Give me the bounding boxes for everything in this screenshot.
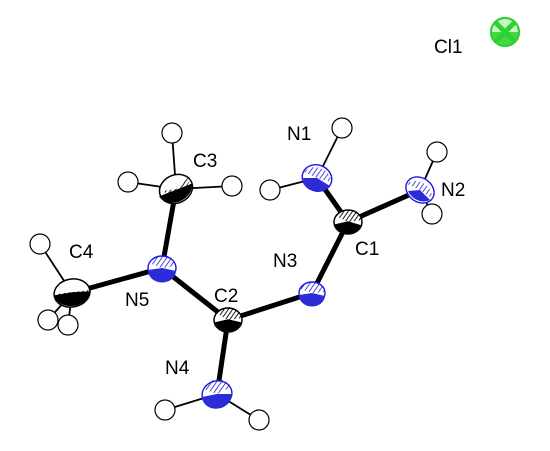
bonds [39, 127, 438, 421]
atom-h-n2a [426, 141, 448, 163]
atom-n2 [405, 176, 435, 204]
bond-c2-n3 [225, 290, 315, 323]
atom-n3 [298, 281, 326, 307]
bond-n3-c1 [309, 219, 351, 296]
label-n2: N2 [441, 180, 465, 201]
atom-c4 [53, 278, 91, 308]
atom-h-c4c [57, 314, 79, 336]
atom-h-c3a [161, 122, 183, 144]
hydrogen-atoms [29, 117, 448, 431]
atom-labels: Cl1 N1 N2 C3 C1 C4 N3 C2 N5 N4 [69, 37, 465, 379]
atom-h-n1b [259, 179, 281, 201]
label-n5: N5 [125, 290, 149, 311]
atom-h-n2b [421, 203, 443, 225]
label-n3: N3 [273, 251, 297, 272]
label-c2: C2 [214, 286, 238, 307]
label-n1: N1 [287, 124, 311, 145]
atom-n5 [147, 255, 177, 283]
atom-h-c3c [221, 175, 243, 197]
atom-h-c3b [117, 171, 139, 193]
atom-cl1 [490, 17, 520, 47]
label-c4: C4 [69, 242, 94, 263]
atom-n4 [201, 379, 233, 409]
atom-h-n4a [154, 399, 176, 421]
atom-n1 [301, 164, 333, 192]
atom-h-c4a [29, 233, 51, 255]
atom-h-n1a [331, 117, 353, 139]
atom-h-n4b [248, 409, 270, 431]
atom-c3 [158, 173, 194, 205]
label-c3: C3 [193, 151, 217, 172]
atom-c1 [333, 209, 363, 235]
label-c1: C1 [355, 239, 379, 260]
atom-c2 [213, 307, 243, 333]
label-cl1: Cl1 [434, 37, 463, 58]
nitrogen-atoms [147, 164, 435, 409]
label-n4: N4 [165, 358, 190, 379]
carbon-atoms [53, 173, 363, 333]
atom-h-c4b [37, 309, 59, 331]
